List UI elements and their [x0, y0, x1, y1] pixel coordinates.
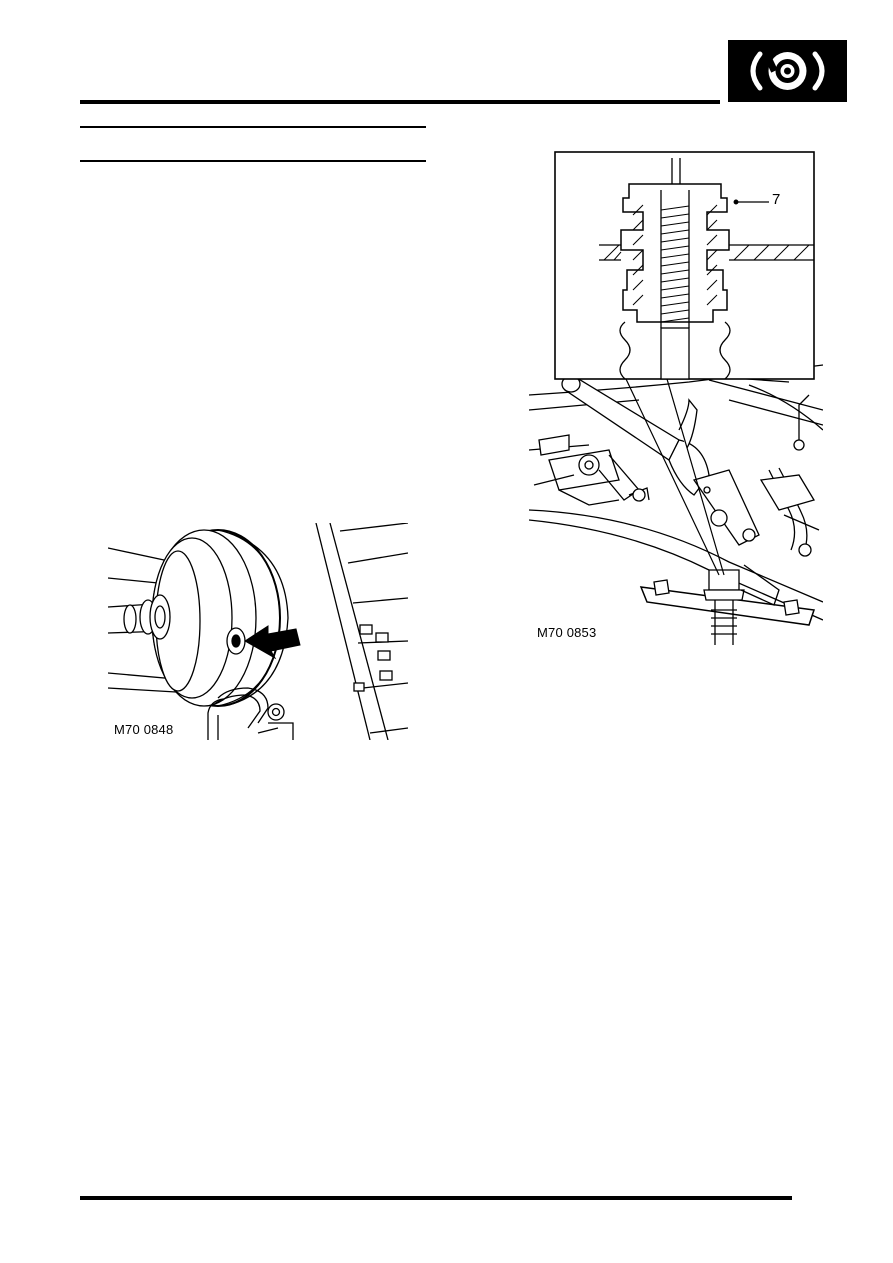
figure-handbrake: 7 M70 0853	[529, 150, 823, 645]
section-badge	[728, 40, 847, 102]
header-rule	[80, 100, 720, 104]
figure-caption: M70 0848	[112, 722, 176, 737]
section-rule-top	[80, 126, 426, 128]
brake-disc-icon	[750, 51, 825, 91]
footer-rule	[80, 1196, 792, 1200]
callout-number: 7	[772, 191, 781, 208]
section-rule-bottom	[80, 160, 426, 162]
figure-brake-drum: M70 0848	[108, 523, 408, 740]
figure-caption: M70 0853	[535, 625, 599, 640]
